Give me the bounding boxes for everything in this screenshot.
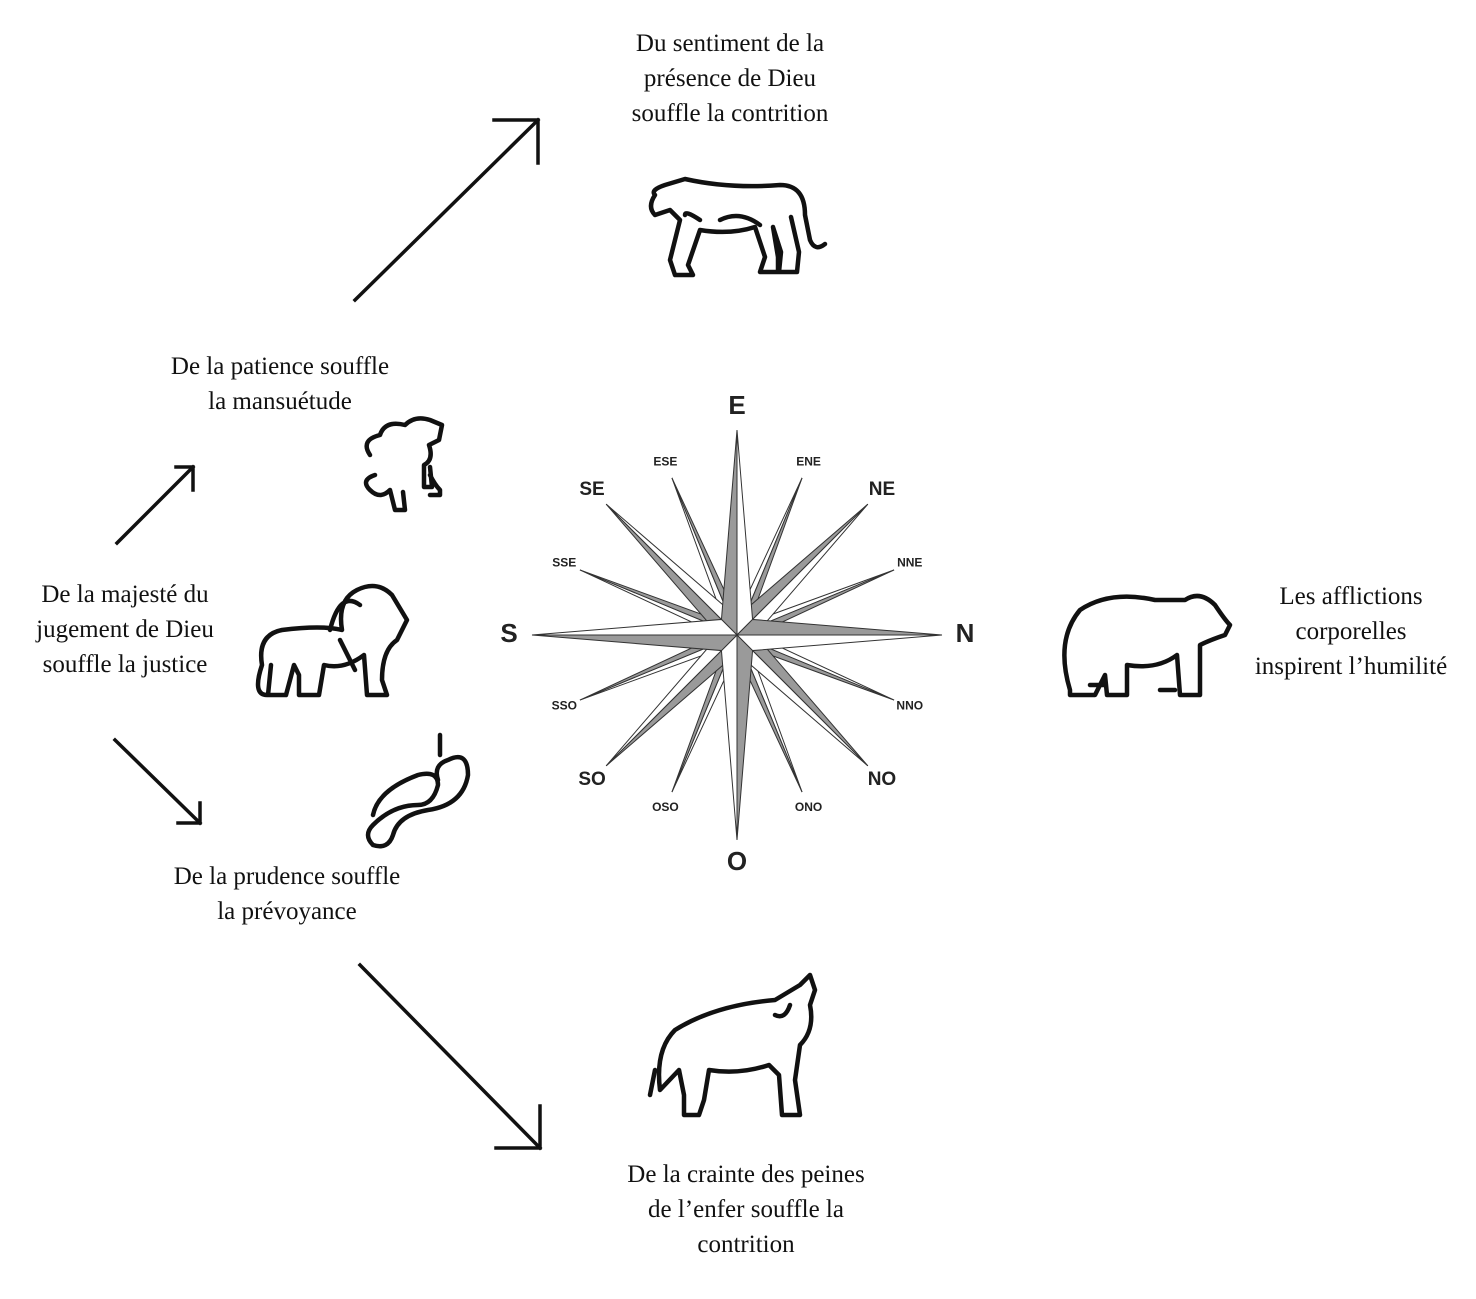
compass-point-so-light — [605, 634, 739, 767]
snake-icon — [365, 732, 471, 849]
compass-label-s: S — [500, 618, 517, 648]
text-line: Du sentiment de la — [635, 30, 825, 57]
compass-point-e-shade — [720, 429, 738, 637]
text-line: inspirent l’humilité — [1254, 653, 1448, 680]
text-line: contrition — [697, 1231, 795, 1258]
text-line: présence de Dieu — [643, 65, 817, 92]
text-line: la prévoyance — [217, 898, 357, 925]
text-line: la mansuétude — [208, 388, 352, 415]
compass-label-sso: SSO — [552, 699, 577, 713]
compass-label-ene: ENE — [796, 454, 821, 468]
arrow-to-patience — [114, 464, 196, 546]
text-line: de l’enfer souffle la — [648, 1196, 844, 1223]
compass-label-se: SE — [579, 479, 604, 500]
compass-label-nne: NNE — [897, 556, 922, 570]
compass-point-se-light — [605, 503, 738, 637]
label-presence-dieu: Du sentiment de la présence de Dieu souf… — [600, 26, 860, 131]
compass-label-ne: NE — [869, 479, 895, 500]
compass-point-ne-light — [735, 503, 869, 636]
arrow-to-prudence — [112, 737, 203, 826]
label-patience: De la patience souffle la mansuétude — [140, 349, 420, 419]
compass-point-n-shade — [735, 618, 943, 636]
compass-label-n: N — [956, 618, 975, 648]
compass-label-e: E — [728, 390, 745, 420]
text-line: jugement de Dieu — [36, 616, 214, 643]
lion-icon — [255, 583, 410, 698]
compass-label-so: SO — [578, 769, 605, 790]
label-afflictions: Les afflictions corporelles inspirent l’… — [1236, 579, 1466, 684]
sheep-icon — [363, 416, 445, 513]
compass-point-s-light — [531, 618, 739, 636]
compass-point-o-shade — [736, 633, 754, 841]
wolf-icon — [647, 972, 818, 1118]
bear-icon — [1062, 593, 1233, 698]
compass-point-no-light — [736, 633, 869, 767]
compass-label-no: NO — [868, 769, 897, 790]
tiger-icon — [648, 176, 828, 278]
text-line: De la majesté du — [41, 581, 209, 608]
text-line: souffle la justice — [42, 651, 208, 678]
compass-label-ese: ESE — [653, 454, 677, 468]
compass-point-o-light — [720, 633, 738, 841]
label-crainte: De la crainte des peines de l’enfer souf… — [596, 1157, 896, 1262]
label-majeste: De la majesté du jugement de Dieu souffl… — [10, 577, 240, 682]
compass-label-sse: SSE — [552, 556, 576, 570]
text-line: Les afflictions — [1279, 583, 1423, 610]
arrow-to-presence — [352, 117, 541, 303]
text-line: De la patience souffle — [170, 353, 390, 380]
compass-label-o: O — [727, 846, 747, 876]
text-line: corporelles — [1295, 618, 1407, 645]
arrow-to-crainte — [357, 962, 543, 1151]
text-line: souffle la contrition — [631, 100, 829, 127]
compass-label-ono: ONO — [795, 800, 822, 814]
text-line: De la crainte des peines — [627, 1161, 865, 1188]
compass-point-n-light — [735, 634, 943, 652]
compass-point-s-shade — [531, 634, 739, 652]
label-prudence: De la prudence souffle la prévoyance — [142, 859, 432, 929]
text-line: De la prudence souffle — [173, 863, 401, 890]
compass-label-oso: OSO — [652, 800, 679, 814]
compass-point-e-light — [736, 429, 754, 637]
compass-label-nno: NNO — [896, 699, 923, 713]
